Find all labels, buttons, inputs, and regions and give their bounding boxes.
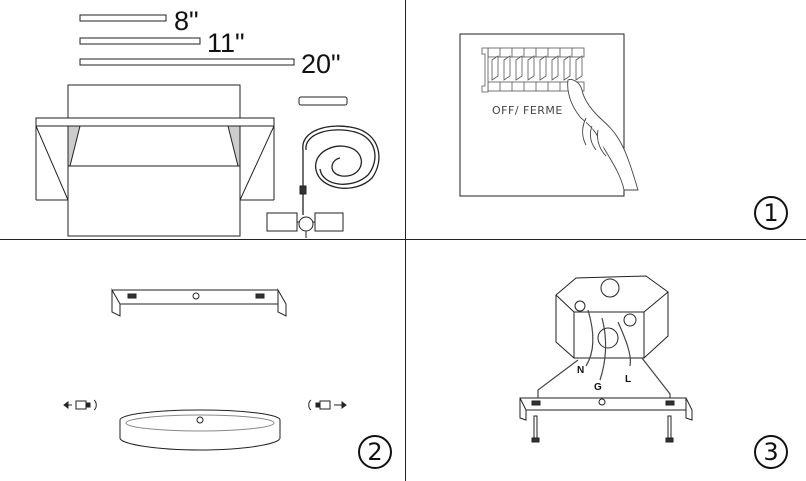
breaker-diagram (459, 33, 639, 197)
wire-ground-label: G (594, 382, 602, 393)
junction-box (555, 275, 669, 359)
step-number-2: 2 (358, 435, 392, 469)
side-screw-right (308, 399, 347, 411)
step2-panel: 2 (0, 240, 406, 481)
mounting-bracket (519, 397, 693, 421)
lamp-shade (35, 84, 275, 237)
canopy-ring (119, 409, 281, 451)
canopy-diagram (63, 288, 347, 451)
rod-20in-label: 20" (301, 49, 341, 79)
mounting-bracket (111, 288, 287, 317)
side-screw-left (63, 399, 97, 411)
wire-live-label: L (625, 374, 632, 385)
rod-20in (79, 58, 295, 66)
rod-11in (79, 37, 201, 45)
coupler-tube (298, 96, 348, 106)
step-number-1: 1 (754, 196, 788, 230)
parts-diagram (35, 14, 380, 238)
rod-8in (79, 14, 167, 22)
wire-neutral-label: N (577, 365, 585, 376)
breaker-off-label: OFF/ FERME (492, 104, 563, 117)
step1-panel: OFF/ FERME 1 (406, 0, 806, 240)
rod-11in-label: 11" (207, 28, 245, 58)
socket-assembly (266, 185, 344, 238)
rod-8in-label: 8" (174, 6, 199, 36)
mounting-screws (531, 415, 674, 443)
power-cord-coil (302, 125, 380, 215)
hand-icon (567, 79, 639, 191)
step3-panel: N G L 3 (406, 240, 806, 481)
breaker-switches (481, 47, 585, 93)
wiring-diagram (519, 275, 693, 443)
parts-panel: 8" 11" 20" (0, 0, 406, 240)
step-number-3: 3 (754, 435, 788, 469)
